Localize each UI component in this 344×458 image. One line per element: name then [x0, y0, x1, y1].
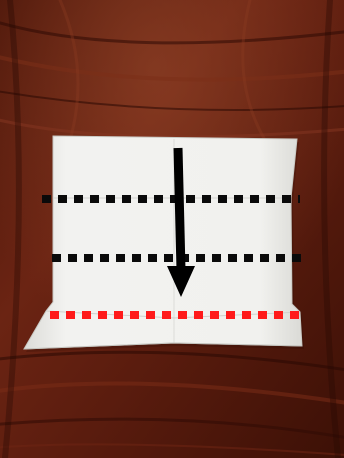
fold-direction-arrow [167, 147, 195, 297]
paper-sheet [23, 135, 304, 352]
